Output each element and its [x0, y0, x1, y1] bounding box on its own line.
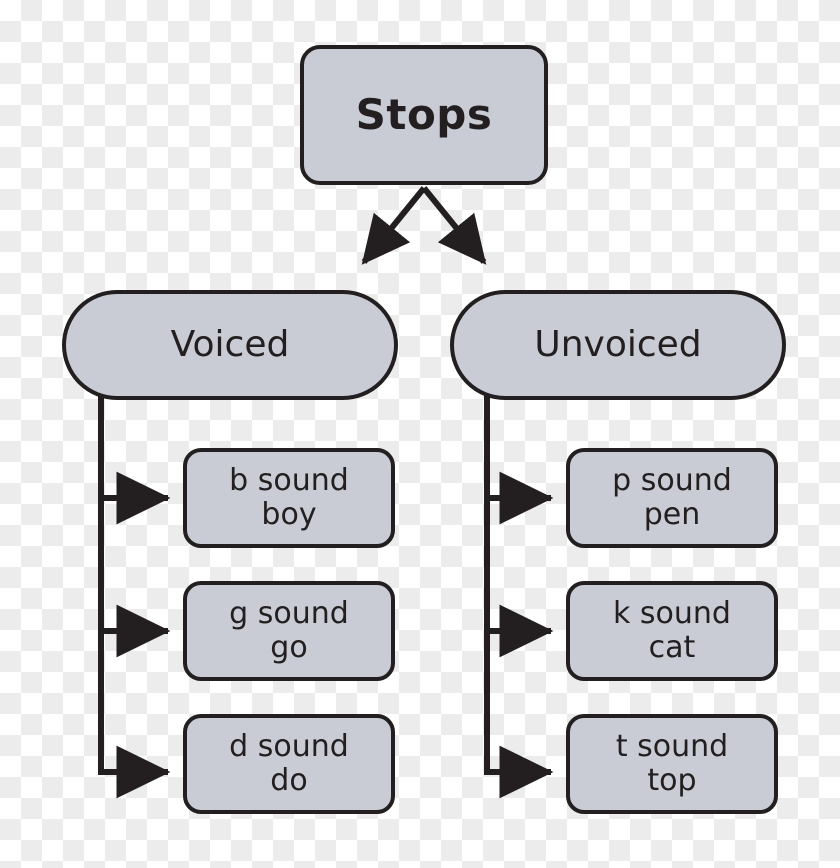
node-p-sound-line2: pen [643, 497, 701, 532]
node-g-sound-line2: go [270, 630, 308, 665]
node-unvoiced-label: Unvoiced [534, 323, 702, 365]
node-k-sound-line1: k sound [613, 596, 731, 632]
node-b-sound[interactable]: b sound boy [183, 448, 395, 548]
node-g-sound[interactable]: g sound go [183, 581, 395, 681]
root-to-branch-edges [361, 186, 487, 265]
node-stops[interactable]: Stops [300, 45, 548, 185]
node-unvoiced[interactable]: Unvoiced [450, 290, 786, 400]
node-t-sound-line1: t sound [615, 729, 729, 765]
node-b-sound-line2: boy [261, 497, 317, 532]
node-k-sound-line2: cat [648, 630, 696, 665]
node-voiced-label: Voiced [170, 323, 290, 365]
edge-stops-to-unvoiced [421, 186, 487, 265]
node-stops-label: Stops [355, 90, 493, 140]
node-b-sound-line1: b sound [229, 463, 349, 499]
node-k-sound[interactable]: k sound cat [566, 581, 778, 681]
unvoiced-branch-edges [484, 396, 554, 799]
node-d-sound-line2: do [270, 763, 308, 798]
node-t-sound[interactable]: t sound top [566, 714, 778, 814]
node-t-sound-line2: top [647, 763, 697, 798]
node-p-sound-line1: p sound [612, 463, 732, 499]
node-g-sound-line1: g sound [229, 596, 349, 632]
voiced-branch-edges [98, 396, 171, 799]
node-p-sound[interactable]: p sound pen [566, 448, 778, 548]
node-voiced[interactable]: Voiced [62, 290, 398, 400]
node-d-sound[interactable]: d sound do [183, 714, 395, 814]
node-d-sound-line1: d sound [229, 729, 349, 765]
edge-stops-to-voiced [361, 186, 427, 265]
